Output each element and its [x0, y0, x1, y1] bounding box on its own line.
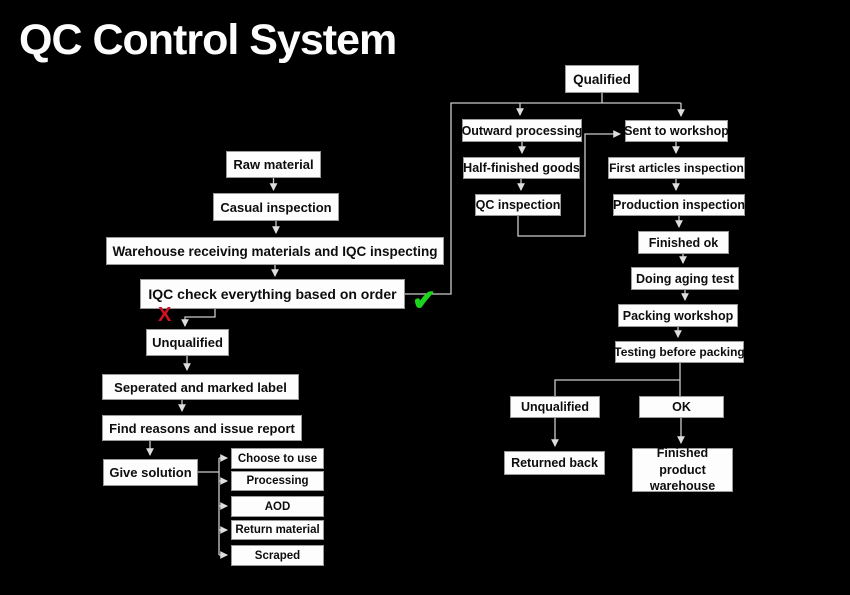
node-return-material: Return material [232, 521, 323, 539]
node-scraped: Scraped [232, 546, 323, 565]
node-finished-ok: Finished ok [639, 232, 728, 253]
node-choose-to-use: Choose to use [232, 449, 323, 468]
node-finished-product-warehouse: Finished product warehouse [633, 446, 732, 493]
node-outward-processing: Outward processing [462, 120, 582, 141]
node-raw-material: Raw material [227, 152, 320, 177]
node-half-finished-goods: Half-finished goods [463, 158, 580, 178]
node-casual-inspection: Casual inspection [214, 194, 338, 220]
node-processing: Processing [232, 472, 323, 490]
node-first-articles-inspection: First articles inspection [609, 158, 744, 178]
node-qualified: Qualified [566, 66, 638, 92]
page-title: QC Control System [19, 16, 397, 64]
node-returned-back: Returned back [505, 452, 604, 474]
edge-iqc-qualified-rail [404, 102, 681, 295]
node-give-solution: Give solution [104, 460, 197, 485]
node-find-reasons: Find reasons and issue report [103, 416, 301, 440]
node-qc-inspection: QC inspection [476, 195, 560, 215]
node-aod: AOD [232, 497, 323, 516]
node-unqualified-left: Unqualified [147, 330, 228, 355]
edge-testing-unqualified [554, 379, 680, 397]
node-iqc-check: IQC check everything based on order [141, 280, 404, 308]
node-seperated-marked-label: Seperated and marked label [103, 375, 298, 399]
node-sent-to-workshop: Sent to workshop [624, 121, 729, 141]
fail-x-icon: X [158, 304, 172, 326]
node-unqualified-right: Unqualified [511, 397, 599, 417]
node-warehouse-receiving: Warehouse receiving materials and IQC in… [107, 238, 443, 264]
edge-iqc-unqualified [181, 308, 216, 328]
node-testing-before-packing: Testing before packing [614, 342, 745, 362]
node-ok: OK [640, 397, 723, 417]
node-doing-aging-test: Doing aging test [632, 268, 738, 289]
node-production-inspection: Production inspection [613, 195, 745, 215]
pass-check-icon: ✔ [412, 285, 437, 317]
node-packing-workshop: Packing workshop [619, 305, 737, 326]
edge-qcinspection-sentworkshop [517, 130, 622, 237]
